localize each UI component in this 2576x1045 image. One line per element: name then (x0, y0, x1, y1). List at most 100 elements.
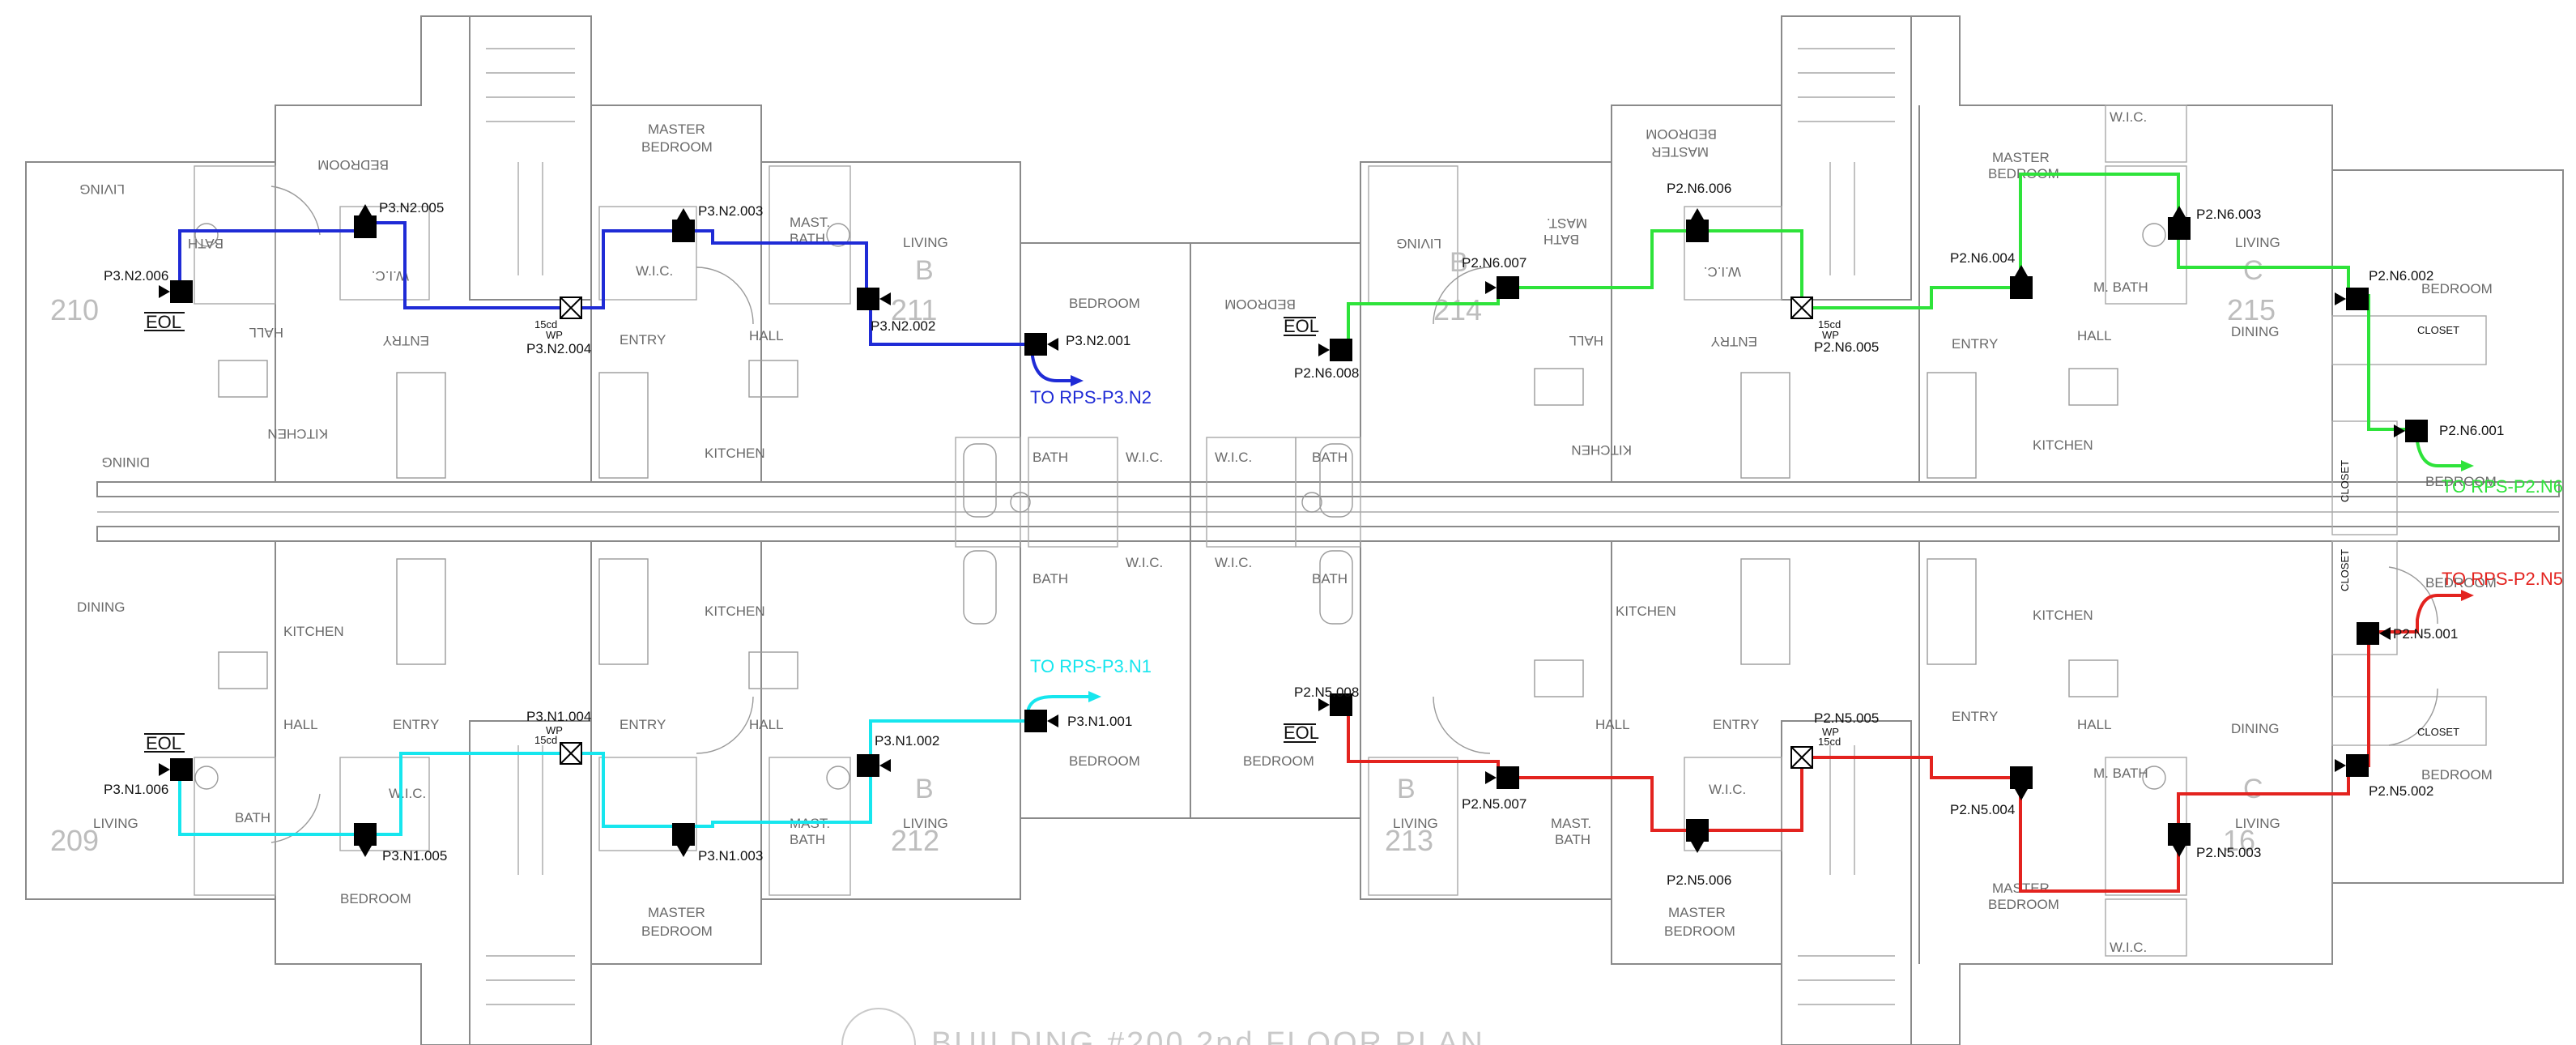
device-p2n5-008 (1330, 693, 1352, 716)
room-label-entry-215: ENTRY (1952, 336, 1998, 352)
label-p2n6-005-cd: 15cd (1818, 318, 1841, 331)
room-label-m-bath-215: M. BATH (2093, 279, 2148, 295)
device-p2n6-004 (2010, 276, 2033, 299)
room-label-kitchen-212: KITCHEN (705, 604, 765, 619)
room-label-hall-214: HALL (1569, 333, 1603, 348)
room-label-bedroom-215: BEDROOM (2421, 281, 2493, 296)
room-label-living-212: LIVING (903, 816, 948, 831)
room-label-wic-212b: W.I.C. (1126, 555, 1163, 570)
device-p2n6-006 (1686, 220, 1709, 242)
circuit-p3n1: TO RPS-P3.N1 P3.N1.006 P3.N1.005 P3.N1.0… (104, 656, 1152, 864)
label-p2n6-008: P2.N6.008 (1294, 365, 1359, 381)
label-p3n1-005: P3.N1.005 (382, 848, 447, 864)
room-label-bedroom-210: BEDROOM (317, 157, 389, 173)
room-label-living-213: LIVING (1393, 816, 1438, 831)
room-label-hall-210: HALL (249, 325, 283, 340)
device-p3n1-006 (170, 758, 193, 781)
room-label-master-215: MASTER (1992, 150, 2050, 165)
label-p3n2-003: P3.N2.003 (698, 203, 763, 219)
room-label-living-216: LIVING (2235, 816, 2280, 831)
label-p3n2-006: P3.N2.006 (104, 268, 168, 284)
label-p2n5-001: P2.N5.001 (2393, 626, 2458, 642)
eol-label-p3n2: EOL (146, 312, 181, 332)
device-p3n1-005 (354, 823, 377, 846)
room-label-master-bedroom-213: BEDROOM (1664, 923, 1735, 939)
label-p3n1-004-cd: 15cd (534, 734, 557, 746)
corridor-wall-bottom (96, 526, 2560, 542)
room-label-dining-216: DINING (2231, 721, 2280, 736)
room-label-bath-212: BATH (790, 832, 825, 847)
device-p2n5-004 (2010, 766, 2033, 789)
device-p3n1-003 (672, 823, 695, 846)
label-p2n6-001: P2.N6.001 (2439, 423, 2504, 438)
room-label-hall-215: HALL (2077, 328, 2112, 343)
room-label-master-bedroom-214: BEDROOM (1646, 126, 1717, 142)
unit-letter-216: C (2243, 774, 2263, 804)
stair-tower-left-bottom (469, 720, 592, 1045)
label-p2n6-004: P2.N6.004 (1950, 250, 2015, 266)
room-label-bedroom-216b: BEDROOM (2425, 575, 2497, 591)
device-p3n2-005 (354, 215, 377, 238)
rps-label-p2n6: TO RPS-P2.N6 (2442, 476, 2563, 497)
room-label-living-209: LIVING (93, 816, 138, 831)
device-p2n5-001 (2357, 622, 2379, 645)
unit-number-215: 215 (2227, 293, 2276, 326)
circuit-p2n6-arrow (2461, 460, 2474, 471)
architecture: LIVING 210 BATH BEDROOM W.I.C. ENTRY HAL… (25, 15, 2564, 1045)
label-p2n5-004: P2.N5.004 (1950, 802, 2015, 817)
unit-letter-212: B (915, 774, 934, 804)
unit-number-210: 210 (50, 293, 99, 326)
circuit-p3n2: TO RPS-P3.N2 P3.N2.006 P3.N2.005 15cd WP… (104, 200, 1152, 407)
room-label-living-210: LIVING (79, 181, 125, 197)
room-label-hall-209: HALL (283, 717, 318, 732)
label-p2n5-008: P2.N5.008 (1294, 685, 1359, 700)
room-label-living-211: LIVING (903, 235, 948, 250)
unit-number-213: 213 (1385, 824, 1433, 857)
stair-tower-left-top (469, 15, 592, 301)
unit-letter-213: B (1397, 774, 1416, 804)
room-label-entry-211: ENTRY (620, 332, 666, 348)
rps-label-p3n2: TO RPS-P3.N2 (1030, 387, 1152, 407)
label-p2n6-002: P2.N6.002 (2369, 268, 2433, 284)
room-label-kitchen-213: KITCHEN (1616, 604, 1676, 619)
circuit-p2n6: TO RPS-P2.N6 P2.N6.008 EOL P2.N6.007 P2.… (1284, 173, 2563, 497)
room-label-kitchen-211: KITCHEN (705, 446, 765, 461)
corridor-wall-top (96, 481, 2560, 497)
rps-label-p3n1: TO RPS-P3.N1 (1030, 656, 1152, 676)
room-label-dining-210: DINING (102, 454, 151, 470)
room-label-closet-215: CLOSET (2417, 324, 2459, 336)
room-label-master-bedroom-211: BEDROOM (641, 139, 713, 155)
room-label-wic-213: W.I.C. (1709, 782, 1746, 797)
unit-letter-214: B (1450, 247, 1468, 278)
label-p3n1-004-wp: WP (546, 724, 563, 736)
room-label-master-bedroom-216: BEDROOM (1988, 897, 2059, 912)
room-label-kitchen-214: KITCHEN (1571, 442, 1632, 458)
label-p2n5-005-wp: WP (1822, 726, 1839, 738)
device-p2n5-006 (1686, 819, 1709, 842)
label-p2n6-003: P2.N6.003 (2196, 207, 2261, 222)
device-p2n5-007 (1497, 766, 1519, 789)
label-p2n6-005-wp: WP (1822, 329, 1839, 341)
label-p3n1-006: P3.N1.006 (104, 782, 168, 797)
rps-label-p2n5: TO RPS-P2.N5 (2442, 569, 2563, 589)
room-label-mast-213: MAST. (1551, 816, 1591, 831)
room-label-dining-215: DINING (2231, 324, 2280, 339)
room-label-entry-209: ENTRY (393, 717, 439, 732)
room-label-closet-216b: CLOSET (2339, 549, 2351, 591)
room-label-entry-214: ENTRY (1711, 334, 1757, 349)
device-p2n6-002 (2346, 288, 2369, 310)
label-p3n2-004-cd: 15cd (534, 318, 557, 331)
room-label-master-bedroom-212: BEDROOM (641, 923, 713, 939)
room-label-hall-216: HALL (2077, 717, 2112, 732)
circuit-p2n5-arrow (2461, 590, 2474, 601)
stair-tower-right-top (1781, 15, 1912, 301)
label-p3n2-002: P3.N2.002 (871, 318, 935, 334)
label-p3n2-004: P3.N2.004 (526, 341, 591, 356)
room-label-kitchen-210: KITCHEN (267, 426, 328, 441)
unit-number-216: 16 (2223, 824, 2255, 857)
room-label-closet-215b: CLOSET (2339, 460, 2351, 502)
room-label-hall-212: HALL (749, 717, 784, 732)
room-label-entry-210: ENTRY (383, 333, 429, 348)
label-p3n1-002: P3.N1.002 (875, 733, 939, 749)
